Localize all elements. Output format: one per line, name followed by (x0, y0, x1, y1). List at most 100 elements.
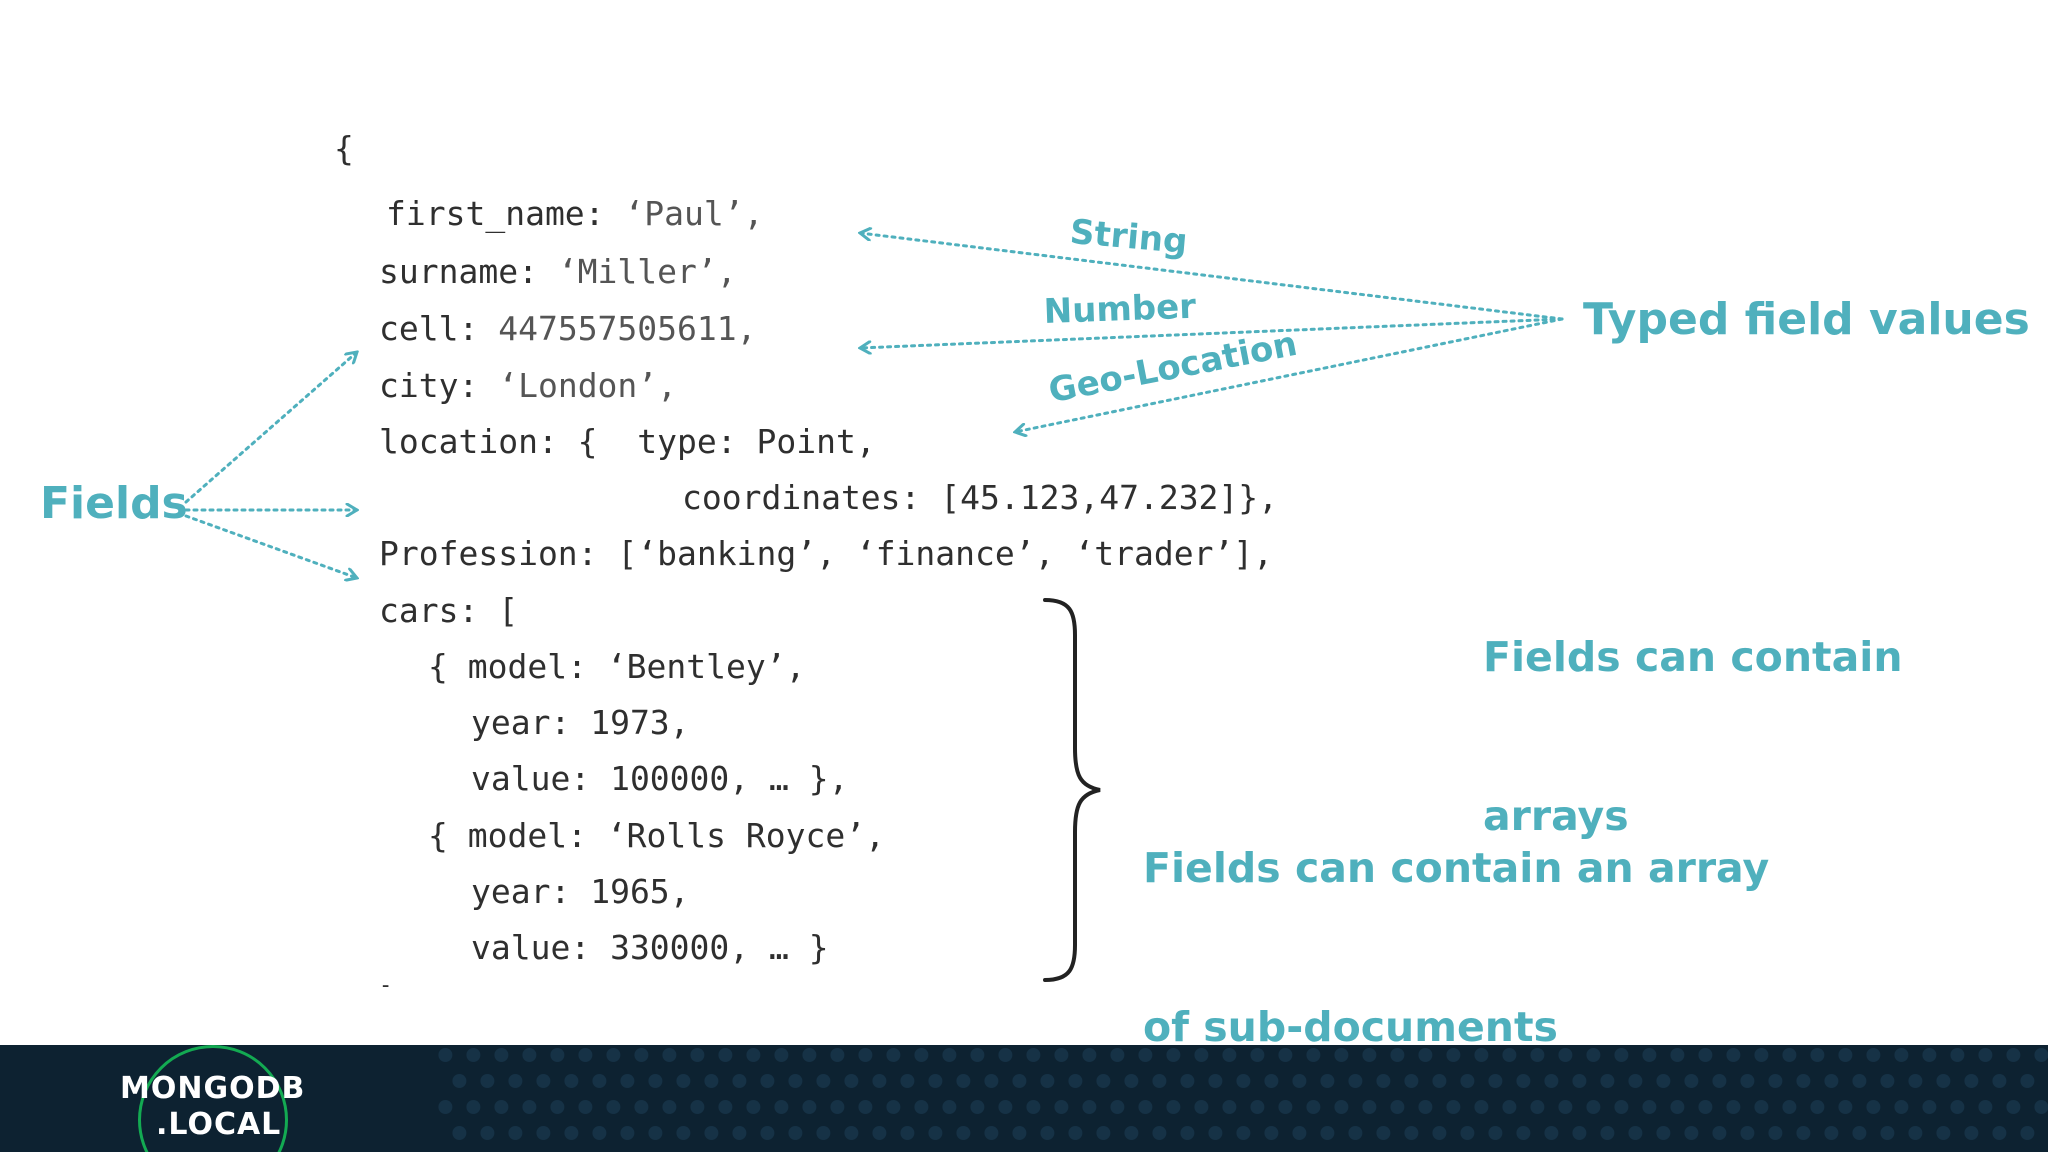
footer-dot (1152, 1126, 1167, 1140)
footer-dot (1096, 1126, 1111, 1140)
footer-dot (1628, 1074, 1643, 1088)
footer-dot (1026, 1100, 1041, 1114)
footer-dot (1782, 1048, 1797, 1062)
footer-dot (1950, 1100, 1965, 1114)
footer-dot (1670, 1048, 1685, 1062)
footer-dot (1334, 1048, 1349, 1062)
code-line-car1-year: year: 1973, (471, 703, 690, 742)
footer-dot (984, 1126, 999, 1140)
footer-dot (1264, 1126, 1279, 1140)
footer-dot (452, 1074, 467, 1088)
footer-dot (1152, 1074, 1167, 1088)
footer-dot (1488, 1074, 1503, 1088)
mongodb-local-logo: MONGODB .LOCAL (118, 1045, 318, 1152)
footer-dot (1208, 1074, 1223, 1088)
footer-dot (858, 1100, 873, 1114)
code-line-profession: Profession: [‘banking’, ‘finance’, ‘trad… (379, 534, 1274, 573)
footer-dot (1978, 1048, 1993, 1062)
label-number: Number (1043, 286, 1197, 332)
footer-dot (494, 1048, 509, 1062)
footer-dot (1222, 1048, 1237, 1062)
footer-dot (1432, 1074, 1447, 1088)
footer-dot (1012, 1074, 1027, 1088)
code-line-city: city: ‘London’, (379, 369, 677, 402)
footer-dot (1474, 1100, 1489, 1114)
footer-dot (1852, 1074, 1867, 1088)
footer-dot (1068, 1126, 1083, 1140)
footer-dot (634, 1048, 649, 1062)
curly-brace (1043, 598, 1101, 982)
footer-dot (550, 1048, 565, 1062)
footer-dot (1712, 1074, 1727, 1088)
footer-dot (732, 1126, 747, 1140)
code-line-first-name: first_name: ‘Paul’, (386, 197, 764, 230)
footer-dot (774, 1100, 789, 1114)
footer-dot (1782, 1100, 1797, 1114)
footer-dot (1992, 1074, 2007, 1088)
footer-dot (1138, 1100, 1153, 1114)
footer-dot (970, 1048, 985, 1062)
footer-dot (1838, 1048, 1853, 1062)
footer-dot (1502, 1100, 1517, 1114)
label-fields-arrays-line2: arrays (1483, 792, 1629, 841)
footer-dot (816, 1126, 831, 1140)
footer-dot (928, 1126, 943, 1140)
footer-dot (1796, 1074, 1811, 1088)
footer-dot (1838, 1100, 1853, 1114)
code-open-brace: { (334, 129, 354, 168)
footer-dot (2020, 1074, 2035, 1088)
footer-dot (956, 1074, 971, 1088)
footer-dot (1964, 1126, 1979, 1140)
footer-dot (746, 1100, 761, 1114)
footer-dot (1740, 1074, 1755, 1088)
footer-dot (1096, 1074, 1111, 1088)
footer-bar: MONGODB .LOCAL (0, 1045, 2048, 1152)
footer-dot (788, 1074, 803, 1088)
footer-dot (718, 1048, 733, 1062)
footer-dot (438, 1048, 453, 1062)
footer-dot (438, 1100, 453, 1114)
footer-dot (690, 1100, 705, 1114)
code-line-car2-model: { model: ‘Rolls Royce’, (428, 816, 885, 855)
footer-dot (1054, 1100, 1069, 1114)
footer-dot (1684, 1074, 1699, 1088)
footer-dot (1194, 1048, 1209, 1062)
footer-dot (620, 1074, 635, 1088)
fields-arrows (184, 352, 357, 578)
footer-dot (1614, 1100, 1629, 1114)
footer-dot (1698, 1100, 1713, 1114)
logo-text-mongodb: MONGODB (120, 1071, 306, 1106)
footer-dot (1250, 1048, 1265, 1062)
footer-dot (1852, 1126, 1867, 1140)
footer-dot (1530, 1100, 1545, 1114)
footer-dot (1642, 1100, 1657, 1114)
footer-dot (886, 1100, 901, 1114)
footer-dot (1824, 1126, 1839, 1140)
footer-dot (858, 1048, 873, 1062)
footer-dot (2034, 1048, 2048, 1062)
footer-dot (1908, 1126, 1923, 1140)
footer-dot (998, 1048, 1013, 1062)
label-fields-arrays-line1: Fields can contain (1483, 632, 1903, 681)
footer-dot (1866, 1100, 1881, 1114)
footer-dot (1894, 1100, 1909, 1114)
footer-dot (1768, 1074, 1783, 1088)
footer-dot (1880, 1074, 1895, 1088)
footer-dot (942, 1048, 957, 1062)
footer-dot (1432, 1126, 1447, 1140)
footer-dot (536, 1126, 551, 1140)
code-key: surname: (379, 252, 558, 291)
footer-dot (690, 1048, 705, 1062)
arrow-to-cell (184, 352, 357, 504)
footer-dot (1936, 1126, 1951, 1140)
footer-dot (648, 1126, 663, 1140)
footer-dot (1474, 1048, 1489, 1062)
label-fields-subdocuments-line2: of sub-documents (1143, 1003, 1558, 1052)
footer-dot (1978, 1100, 1993, 1114)
footer-dot (872, 1126, 887, 1140)
footer-dot (1586, 1048, 1601, 1062)
footer-dot (704, 1074, 719, 1088)
code-key: first_name: (386, 194, 625, 233)
footer-dot (1754, 1100, 1769, 1114)
footer-dot (1726, 1048, 1741, 1062)
